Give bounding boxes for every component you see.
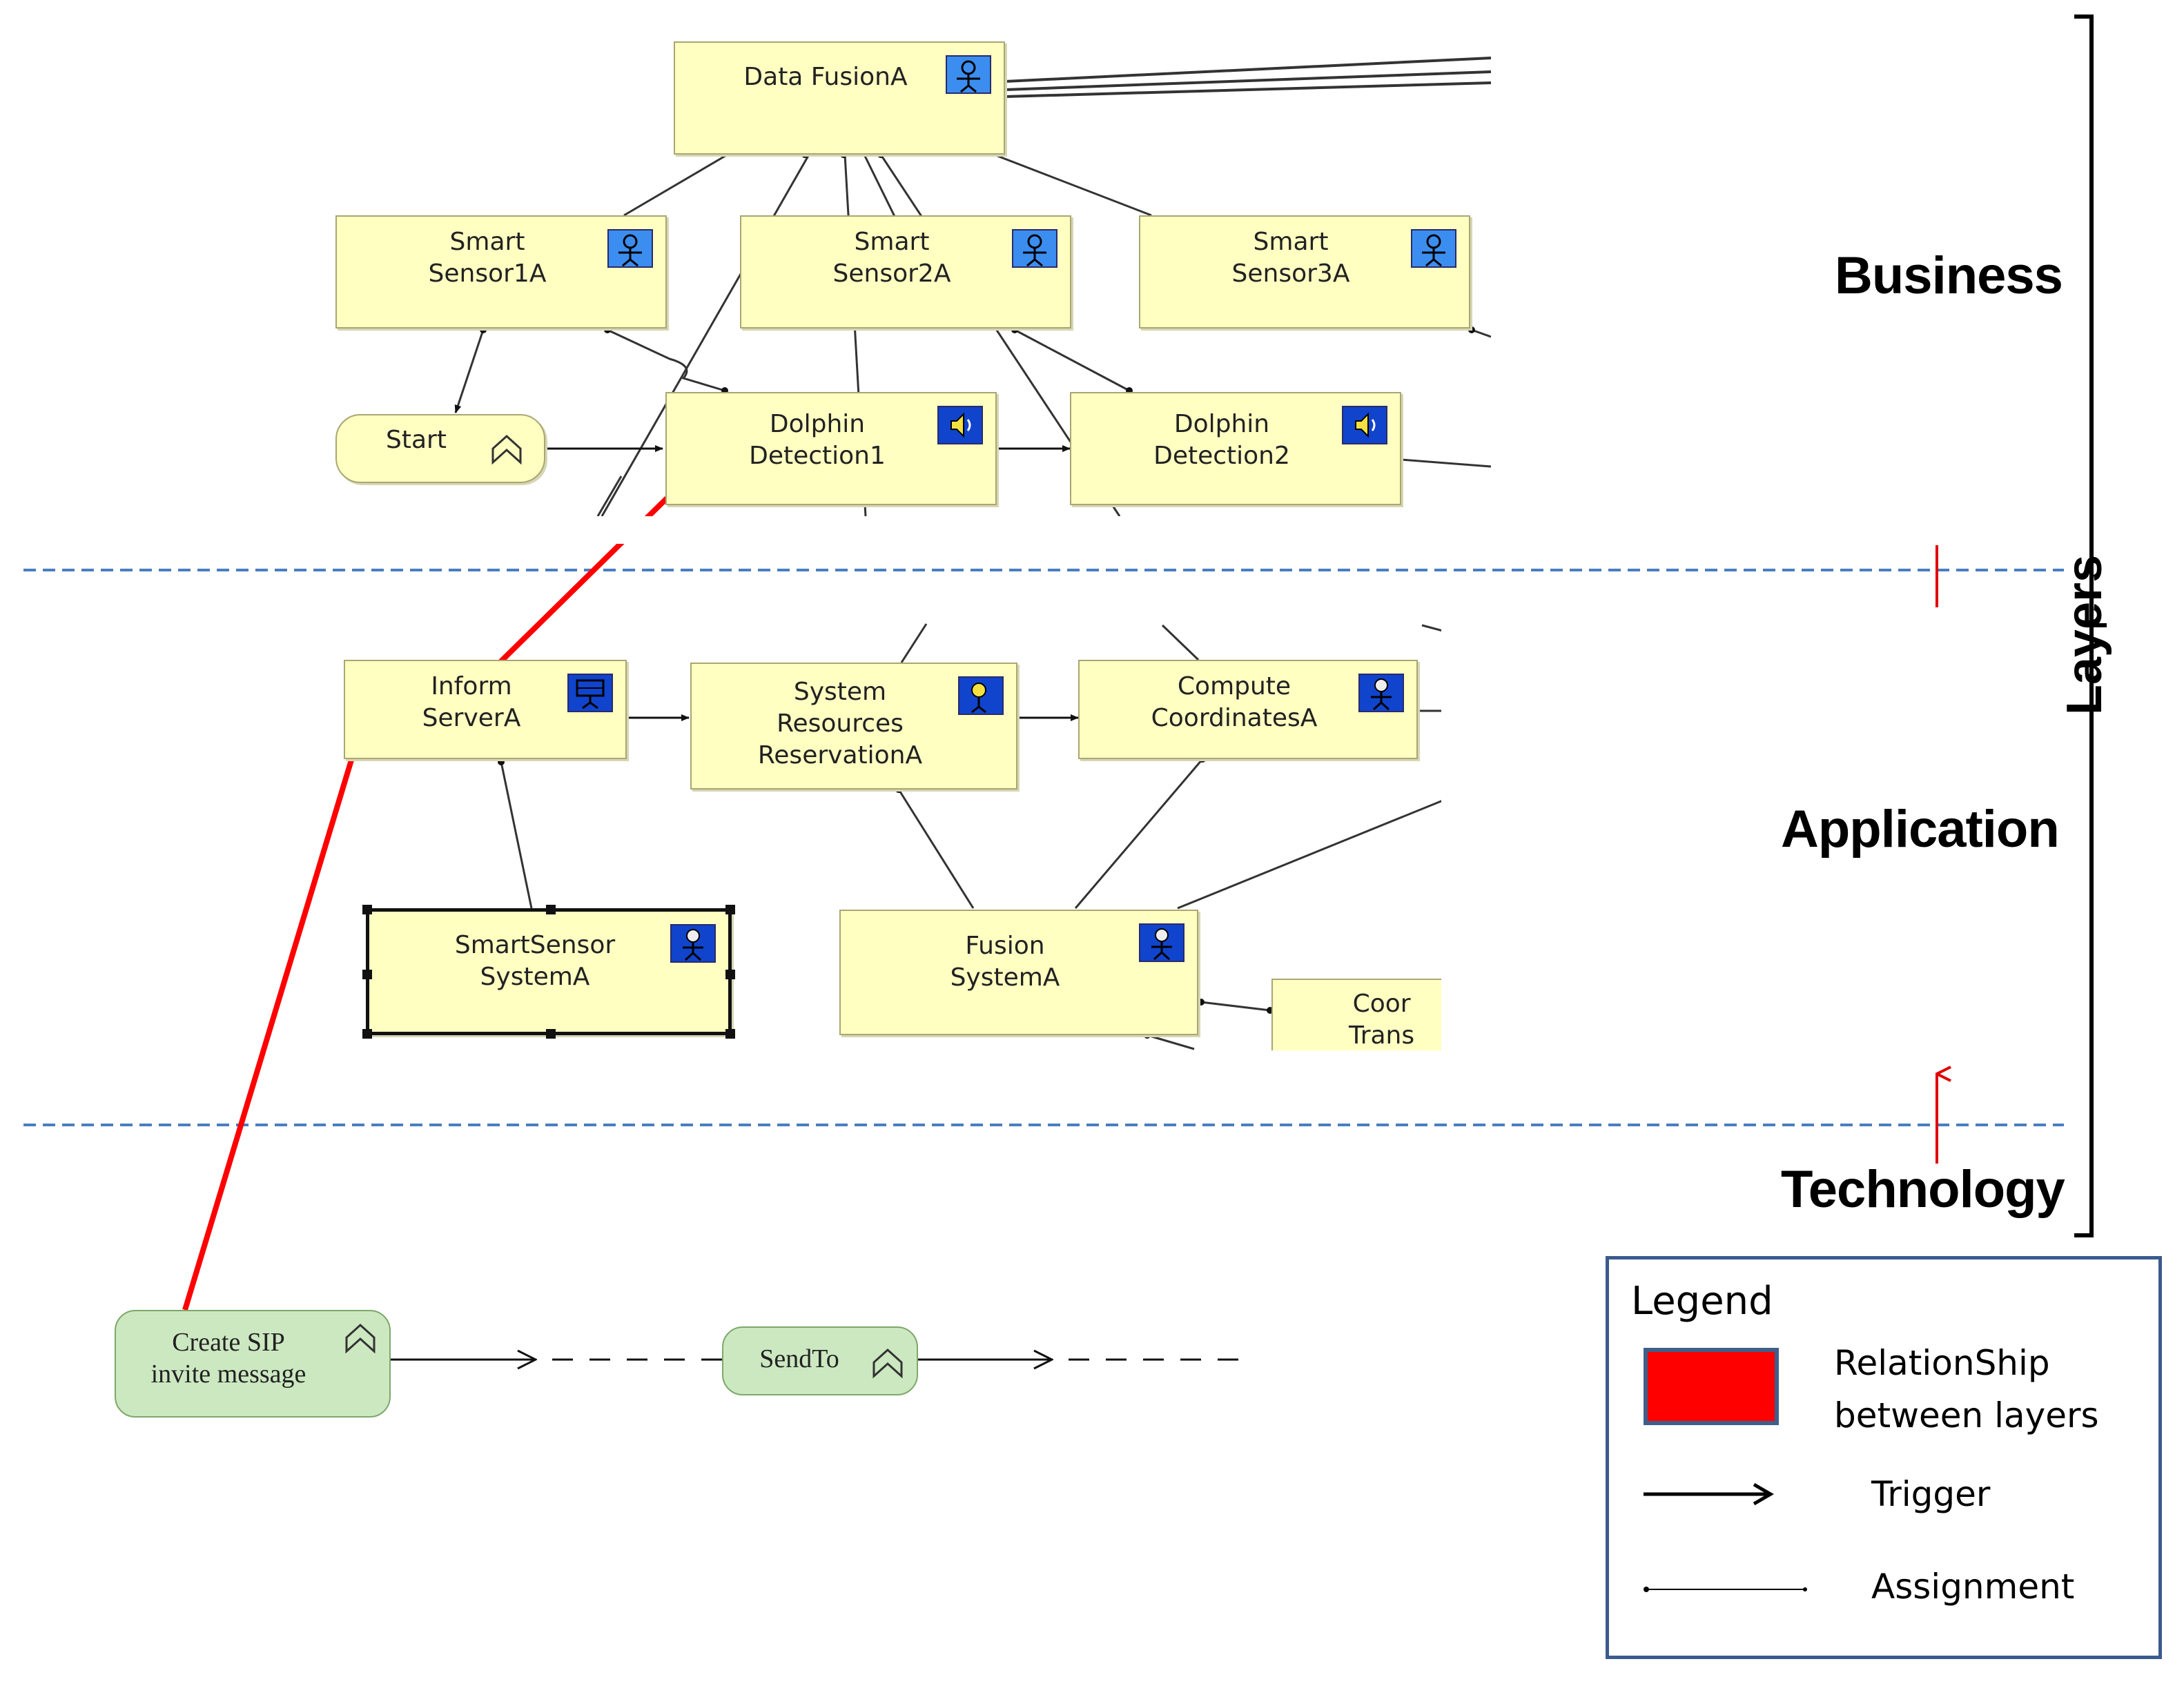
node-smart-sensor-2a[interactable]: Smart Sensor2A <box>740 215 1071 329</box>
legend-relationship-label: RelationShip between layers <box>1834 1343 2099 1435</box>
conn-compute-fusion <box>1074 758 1204 909</box>
event-chevron-icon <box>490 433 523 465</box>
application-process-gear-icon <box>958 676 1004 715</box>
conn-sensor1-dolphin1 <box>607 329 725 392</box>
node-label: Create SIP invite message <box>150 1328 306 1389</box>
legend-relationship-swatch <box>1644 1348 1779 1425</box>
node-data-fusion-a[interactable]: Data FusionA <box>674 41 1005 155</box>
business-event-speaker-icon <box>1342 406 1387 444</box>
selection-handle[interactable] <box>362 905 372 914</box>
application-region-bottom-cutoff <box>1035 1050 1519 1106</box>
business-role-icon <box>1012 229 1057 268</box>
node-label: SendTo <box>759 1344 839 1373</box>
conn-datafusion-long-1 <box>601 154 810 517</box>
node-smart-sensor-1a[interactable]: Smart Sensor1A <box>335 215 667 329</box>
node-inform-server-a[interactable]: Inform ServerA <box>344 660 627 759</box>
conn-datafusion-sensor1 <box>623 153 728 217</box>
layer-label-technology: Technology <box>1781 1160 2065 1219</box>
selection-handle[interactable] <box>725 1029 735 1039</box>
application-role-icon <box>1358 674 1404 712</box>
business-region-bottom-cutoff <box>0 516 1491 544</box>
application-component-icon <box>567 674 613 712</box>
selection-handle[interactable] <box>546 1029 556 1039</box>
legend-assignment-label: Assignment <box>1871 1567 2075 1607</box>
node-label: Dolphin Detection2 <box>1153 410 1290 470</box>
node-label: Start <box>386 426 447 454</box>
legend-trigger-arrow-icon <box>1644 1482 1774 1506</box>
node-label: SmartSensor SystemA <box>454 931 616 991</box>
conn-datafusion-right-2 <box>1004 70 1492 91</box>
selection-handle[interactable] <box>362 970 372 979</box>
node-label: Compute CoordinatesA <box>1151 672 1318 732</box>
selection-handle[interactable] <box>362 1029 372 1039</box>
business-event-speaker-icon <box>937 406 983 444</box>
node-send-to[interactable]: SendTo <box>722 1326 918 1395</box>
node-label: Dolphin Detection1 <box>749 410 886 470</box>
selection-handle[interactable] <box>725 905 735 914</box>
layers-title: Layers <box>2057 554 2112 716</box>
conn-right-fusion <box>1177 799 1443 910</box>
conn-datafusion-right-1 <box>1004 57 1492 83</box>
conn-sensor1-start <box>454 329 485 413</box>
node-compute-coordinates-a[interactable]: Compute CoordinatesA <box>1078 660 1418 759</box>
legend-assignment-line-icon <box>1644 1587 1807 1592</box>
business-region-cutoff <box>1491 0 2043 545</box>
conn-fusion-coord <box>1200 1001 1271 1012</box>
legend-title: Legend <box>1631 1279 1773 1324</box>
node-dolphin-detection-1[interactable]: Dolphin Detection1 <box>665 392 997 505</box>
application-region-cutoff <box>1441 607 1717 1063</box>
conn-datafusion-sensor3 <box>993 153 1152 217</box>
business-role-icon <box>1411 229 1456 268</box>
conn-fusion-below <box>1147 1034 1195 1050</box>
selection-handle[interactable] <box>725 970 735 979</box>
node-start-event[interactable]: Start <box>335 414 545 483</box>
conn-app-top-3 <box>1421 624 1443 632</box>
legend: Legend RelationShip between layers Trigg… <box>1606 1256 2162 1659</box>
application-component-icon <box>670 924 716 963</box>
conn-datafusion-right-3 <box>1004 81 1492 98</box>
event-chevron-icon <box>871 1347 904 1379</box>
application-role-icon <box>1139 923 1184 962</box>
selection-handle[interactable] <box>546 905 556 914</box>
conn-dolphin2-right <box>1401 458 1492 468</box>
node-label: Fusion SystemA <box>950 932 1060 992</box>
node-label: System Resources ReservationA <box>757 678 923 770</box>
layer-label-business: Business <box>1835 246 2063 305</box>
conn-inform-smartsensor <box>500 761 533 909</box>
node-label: Smart Sensor2A <box>832 228 951 288</box>
conn-sensor2-dolphin2 <box>1014 329 1130 392</box>
node-label: Smart Sensor3A <box>1231 228 1350 288</box>
node-system-resources-reservation-a[interactable]: System Resources ReservationA <box>690 663 1017 790</box>
conn-app-top-1 <box>900 623 928 663</box>
node-label: Smart Sensor1A <box>428 228 547 288</box>
event-chevron-icon <box>344 1322 377 1354</box>
node-smart-sensor-3a[interactable]: Smart Sensor3A <box>1139 215 1470 329</box>
legend-trigger-label: Trigger <box>1871 1474 1991 1514</box>
node-label: Coor Trans <box>1349 990 1415 1050</box>
relationship-inform-createsip <box>182 756 355 1311</box>
conn-reservation-fusion <box>897 789 975 909</box>
conn-app-top-2 <box>1161 624 1200 661</box>
business-role-icon <box>946 55 991 94</box>
node-create-sip-invite-message[interactable]: Create SIP invite message <box>115 1310 391 1418</box>
node-label: Data FusionA <box>743 63 908 91</box>
node-smartsensor-system-a[interactable]: SmartSensor SystemA <box>362 905 735 1039</box>
node-label: Inform ServerA <box>422 672 521 732</box>
node-dolphin-detection-2[interactable]: Dolphin Detection2 <box>1070 392 1401 505</box>
node-fusion-system-a[interactable]: Fusion SystemA <box>839 910 1198 1035</box>
layer-label-application: Application <box>1781 800 2060 859</box>
business-role-icon <box>607 229 653 268</box>
